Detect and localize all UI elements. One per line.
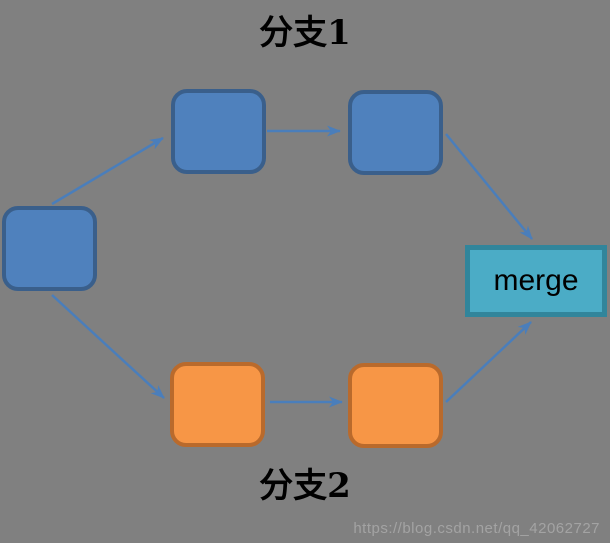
branch2-title: 分支2 [259,466,351,506]
merge-node-label: merge [493,264,579,297]
branch1-title: 分支1 [259,13,351,53]
merge-node: merge [465,245,607,317]
branch2-node-1 [170,362,265,447]
branch2-node-2 [348,363,443,448]
branch1-node-2 [348,90,443,175]
start-node [2,206,97,291]
edge-branch2-to-merge [445,321,532,403]
edge-start-to-branch1 [51,136,164,206]
edge-branch1-to-merge [445,133,533,240]
branch1-node-1 [171,89,266,174]
watermark-url: https://blog.csdn.net/qq_42062727 [353,520,600,537]
edge-start-to-branch2 [51,294,165,399]
